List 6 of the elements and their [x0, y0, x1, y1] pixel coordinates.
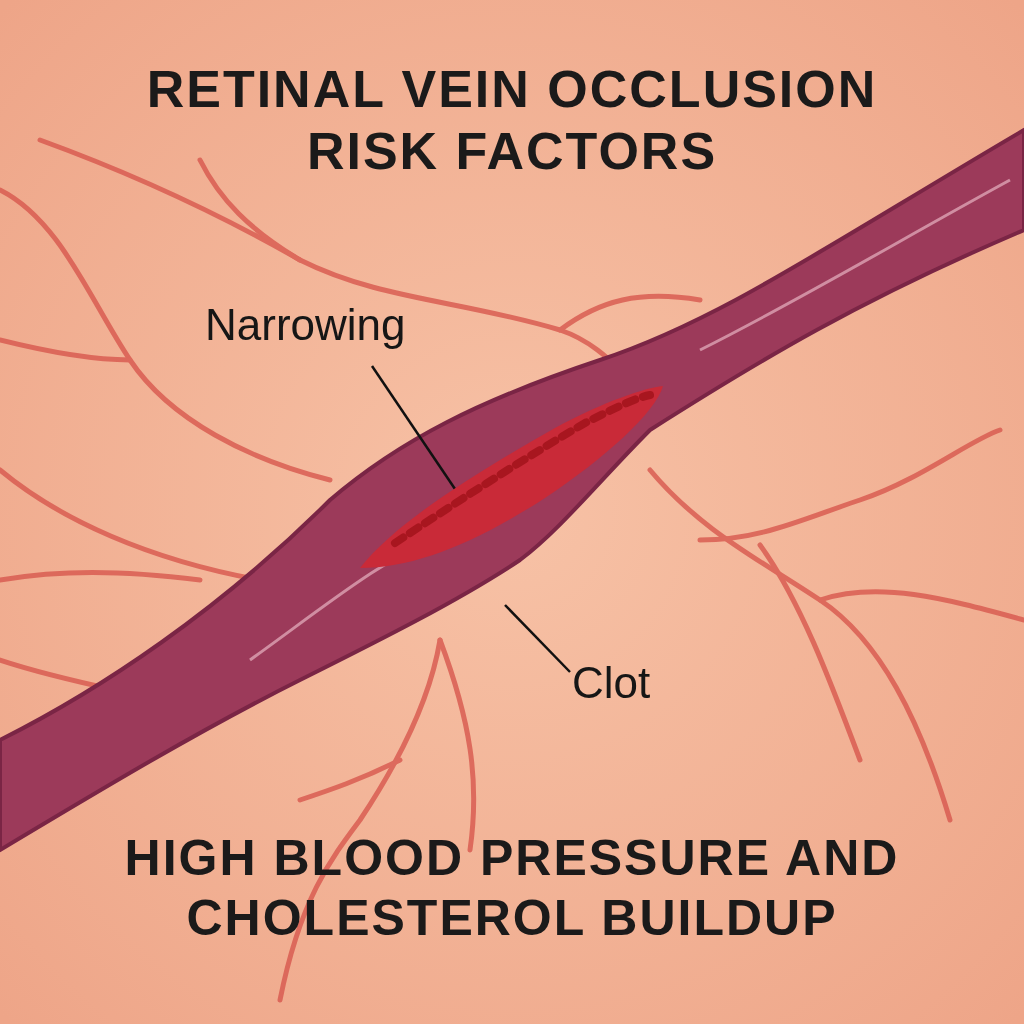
leader-line — [504, 604, 571, 673]
part-label: Clot — [572, 661, 651, 705]
caption: HIGH BLOOD PRESSURE AND CHOLESTEROL BUILDUP — [123, 829, 901, 948]
title: RETINAL VEIN OCCLUSION RISK FACTORS — [145, 59, 879, 183]
part-label: Narrowing — [205, 303, 406, 347]
leader-line — [370, 365, 457, 490]
